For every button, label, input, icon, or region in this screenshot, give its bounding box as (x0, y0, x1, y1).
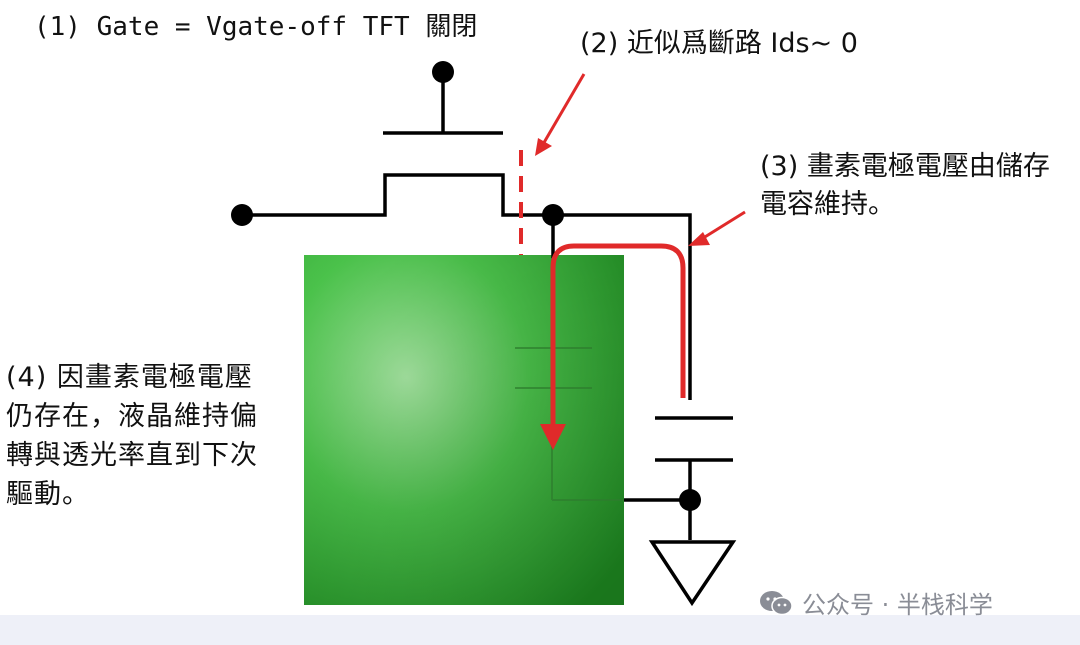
ground-node (679, 489, 701, 511)
wechat-icon (758, 589, 794, 617)
gate-node (432, 61, 454, 83)
source-node (231, 204, 253, 226)
ground-symbol (648, 540, 737, 607)
pixel-electrode-shading (304, 255, 624, 605)
watermark: 公众号 · 半栈科学 (758, 585, 993, 620)
pointer-arrowhead-3 (688, 232, 710, 246)
label-gate-off: (1) Gate = Vgate-off TFT 關閉 (34, 12, 478, 42)
label-liquid-crystal: (4) 因畫素電極電壓仍存在，液晶維持偏轉與透光率直到下次驅動。 (6, 362, 258, 511)
storage-capacitor (655, 416, 733, 540)
pointer-arrowhead-2 (535, 138, 552, 156)
label-storage-capacitor: (3) 畫素電極電壓由儲存電容維持。 (760, 151, 1050, 220)
diagram-canvas: (1) Gate = Vgate-off TFT 關閉 (2) 近似爲斷路 Id… (0, 0, 1080, 619)
tft-channel-wire (242, 173, 692, 400)
charge-hold-arrowhead (540, 424, 566, 450)
tft-circuit-diagram (231, 61, 746, 607)
charge-hold-arrow (550, 243, 686, 430)
pointer-arrow-3 (699, 210, 746, 242)
pointer-arrow-2 (540, 73, 586, 147)
label-open-circuit: (2) 近似爲斷路 Ids~ 0 (580, 28, 858, 59)
watermark-text: 公众号 · 半栈科学 (802, 591, 993, 619)
